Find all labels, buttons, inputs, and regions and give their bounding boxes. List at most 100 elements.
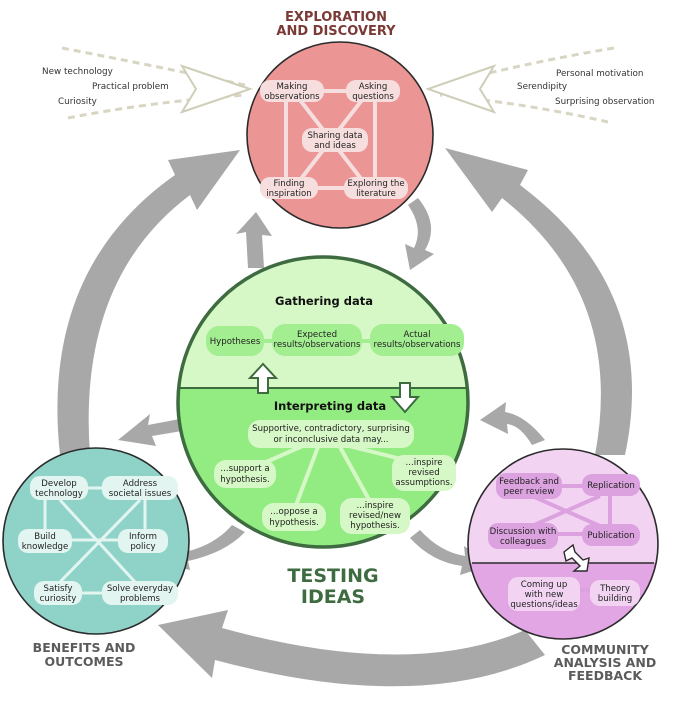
svg-text:hypothesis.: hypothesis. bbox=[220, 475, 269, 485]
node-making-observations: Making observations bbox=[260, 80, 324, 102]
input-label: Personal motivation bbox=[556, 69, 643, 79]
svg-text:revised/new: revised/new bbox=[349, 511, 401, 521]
node-replication: Replication bbox=[582, 474, 640, 496]
double-arrow-icon bbox=[563, 543, 590, 572]
svg-text:Satisfy: Satisfy bbox=[44, 584, 73, 594]
svg-text:Discussion with: Discussion with bbox=[490, 527, 557, 537]
community-title-line2: ANALYSIS AND bbox=[554, 655, 656, 670]
svg-text:Solve everyday: Solve everyday bbox=[107, 584, 173, 594]
node-discussion-colleagues: Discussion with colleagues bbox=[488, 523, 558, 549]
svg-text:Replication: Replication bbox=[587, 481, 635, 491]
arc-arrow-right bbox=[445, 148, 632, 455]
svg-text:Actual: Actual bbox=[404, 330, 431, 340]
svg-text:building: building bbox=[598, 594, 632, 604]
svg-text:questions/ideas: questions/ideas bbox=[510, 600, 578, 610]
testing-title-line2: IDEAS bbox=[301, 586, 365, 608]
node-sharing-data: Sharing data and ideas bbox=[302, 128, 368, 152]
node-inspire-assumptions: ...inspire revised assumptions. bbox=[392, 455, 456, 491]
svg-text:Publication: Publication bbox=[587, 531, 634, 541]
node-actual-results: Actual results/observations bbox=[370, 324, 464, 356]
node-oppose-hypothesis: ...oppose a hypothesis. bbox=[262, 503, 326, 531]
interpreting-data-label: Interpreting data bbox=[274, 399, 386, 413]
benefits-title-line1: BENEFITS AND bbox=[33, 640, 136, 655]
input-label: Surprising observation bbox=[555, 97, 654, 107]
exploration-circle: Making observations Asking questions Sha… bbox=[246, 41, 434, 229]
node-asking-questions: Asking questions bbox=[346, 80, 400, 102]
gathering-data-label: Gathering data bbox=[275, 294, 373, 308]
input-label: New technology bbox=[42, 67, 113, 77]
svg-text:...support a: ...support a bbox=[220, 464, 269, 474]
svg-text:technology: technology bbox=[35, 489, 83, 499]
exploration-title-line1: EXPLORATION bbox=[285, 10, 387, 25]
node-solve-problems: Solve everyday problems bbox=[102, 581, 178, 605]
exploration-title-line2: AND DISCOVERY bbox=[276, 24, 396, 39]
arc-arrow-left bbox=[57, 150, 240, 455]
svg-text:Coming up: Coming up bbox=[521, 580, 568, 590]
svg-text:with new: with new bbox=[525, 590, 564, 600]
community-circle: Feedback and peer review Replication Dis… bbox=[467, 448, 659, 640]
svg-text:...oppose a: ...oppose a bbox=[270, 507, 317, 517]
node-coming-up: Coming up with new questions/ideas bbox=[508, 577, 580, 611]
benefits-title-line2: OUTCOMES bbox=[44, 654, 123, 669]
node-satisfy-curiosity: Satisfy curiosity bbox=[34, 581, 82, 605]
connector-arrow-explore-right bbox=[405, 198, 434, 270]
up-arrow-icon bbox=[247, 362, 279, 394]
svg-text:inspiration: inspiration bbox=[266, 189, 311, 199]
cycle-arrows bbox=[57, 148, 632, 687]
svg-text:Expected: Expected bbox=[297, 330, 337, 340]
node-hypotheses: Hypotheses bbox=[206, 326, 264, 356]
svg-text:societal issues: societal issues bbox=[109, 489, 172, 499]
interpretation-links bbox=[247, 443, 426, 506]
testing-circle: Gathering data Hypotheses Expected resul… bbox=[176, 255, 470, 549]
svg-text:assumptions.: assumptions. bbox=[395, 478, 452, 488]
input-labels-left: New technology Practical problem Curiosi… bbox=[42, 67, 169, 107]
svg-text:Exploring the: Exploring the bbox=[347, 179, 404, 189]
svg-text:hypothesis.: hypothesis. bbox=[350, 521, 399, 531]
node-build-knowledge: Build knowledge bbox=[18, 529, 72, 553]
svg-text:Develop: Develop bbox=[41, 479, 76, 489]
input-arrowhead-left bbox=[179, 64, 254, 114]
node-interpret-center: Supportive, contradictory, surprising or… bbox=[248, 420, 414, 448]
node-support-hypothesis: ...support a hypothesis. bbox=[214, 460, 276, 488]
svg-text:Feedback and: Feedback and bbox=[499, 477, 559, 487]
svg-text:...inspire: ...inspire bbox=[357, 501, 394, 511]
svg-text:Supportive, contradictory, sur: Supportive, contradictory, surprising bbox=[252, 424, 410, 434]
svg-text:Theory: Theory bbox=[599, 584, 630, 594]
svg-text:results/observations: results/observations bbox=[374, 340, 462, 350]
input-arrows bbox=[61, 46, 615, 124]
input-label: Practical problem bbox=[92, 82, 169, 92]
node-exploring-literature: Exploring the literature bbox=[344, 177, 408, 199]
benefits-circle: Develop technology Address societal issu… bbox=[2, 447, 190, 635]
svg-text:Build: Build bbox=[34, 532, 56, 542]
svg-text:...inspire: ...inspire bbox=[406, 458, 443, 468]
svg-text:revised: revised bbox=[408, 468, 439, 478]
node-develop-technology: Develop technology bbox=[30, 476, 88, 500]
svg-text:knowledge: knowledge bbox=[22, 542, 69, 552]
node-finding-inspiration: Finding inspiration bbox=[260, 177, 318, 199]
svg-text:Asking: Asking bbox=[359, 82, 388, 92]
testing-title-line1: TESTING bbox=[287, 565, 378, 587]
node-inform-policy: Inform policy bbox=[118, 529, 168, 553]
down-arrow-icon bbox=[389, 382, 421, 414]
svg-text:Address: Address bbox=[123, 479, 158, 489]
arc-arrow-bottom bbox=[158, 610, 545, 687]
input-label: Curiosity bbox=[58, 97, 97, 107]
svg-text:policy: policy bbox=[130, 542, 155, 552]
node-inspire-hypothesis: ...inspire revised/new hypothesis. bbox=[340, 498, 410, 534]
connector-arrow-benefits-up bbox=[118, 414, 188, 446]
svg-text:colleagues: colleagues bbox=[500, 537, 547, 547]
connector-arrow-community-up bbox=[480, 402, 545, 445]
svg-text:Making: Making bbox=[277, 82, 308, 92]
svg-text:or inconclusive data may...: or inconclusive data may... bbox=[273, 435, 388, 445]
node-expected-results: Expected results/observations bbox=[272, 324, 362, 356]
svg-text:curiosity: curiosity bbox=[40, 594, 77, 604]
svg-text:observations: observations bbox=[264, 92, 320, 102]
connector-arrow-explore-left bbox=[236, 212, 272, 268]
svg-text:and ideas: and ideas bbox=[314, 141, 356, 151]
community-title-line1: COMMUNITY bbox=[561, 642, 649, 657]
svg-text:results/observations: results/observations bbox=[274, 340, 362, 350]
svg-text:Finding: Finding bbox=[274, 179, 305, 189]
svg-text:peer review: peer review bbox=[504, 487, 555, 497]
connector-arrows bbox=[118, 198, 545, 575]
svg-text:Inform: Inform bbox=[129, 532, 157, 542]
